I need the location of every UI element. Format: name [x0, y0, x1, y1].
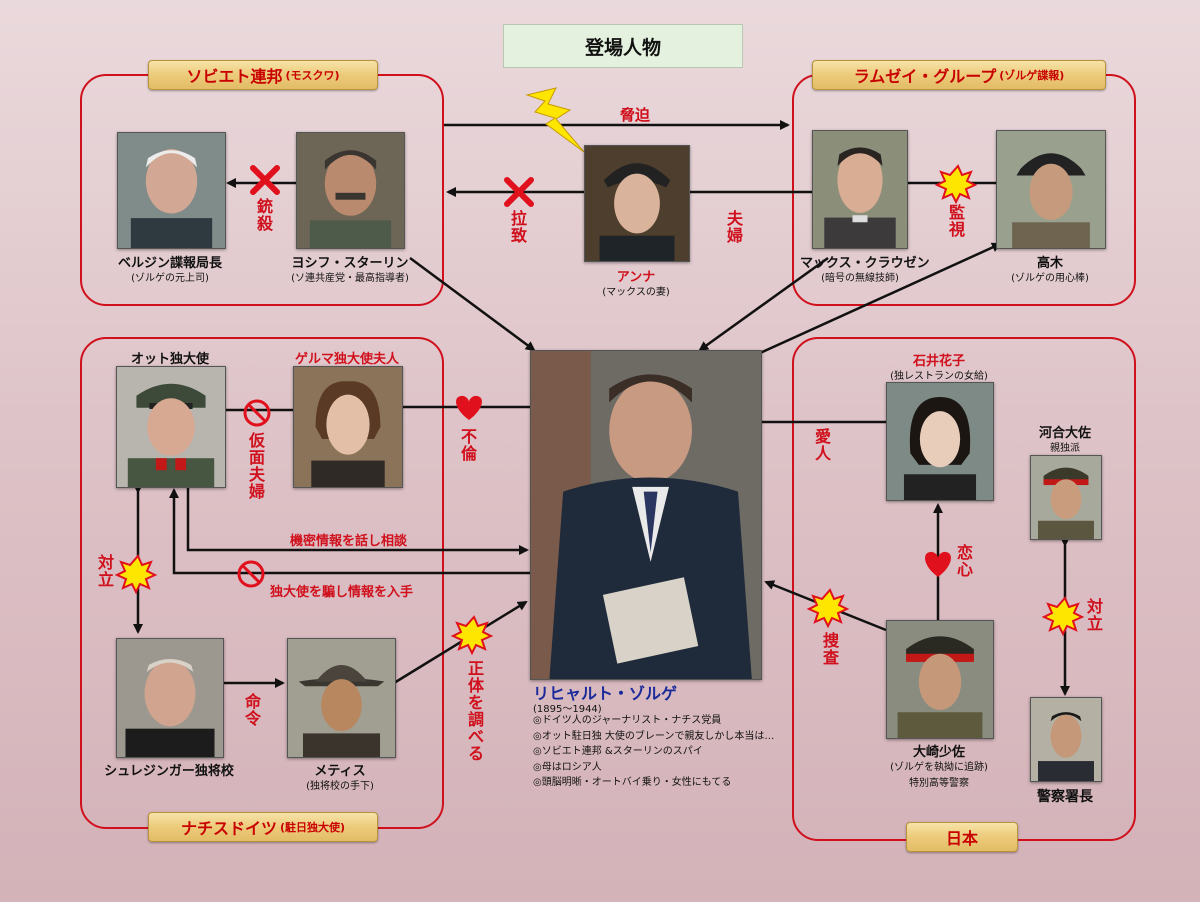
name-takagi: 高木	[1036, 256, 1063, 271]
desc-ishii: (独レストランの女給)	[890, 371, 988, 382]
name-gerda: ゲルマ独大使夫人	[294, 352, 399, 367]
desc-metis: (独将校の手下)	[306, 781, 374, 792]
label-conflict-left: 対立	[97, 553, 114, 589]
label-command: 命令	[244, 692, 261, 728]
name-ishii: 石井花子	[912, 354, 965, 369]
banner-ramsay-label: ラムゼイ・グループ	[853, 67, 997, 86]
photo-stalin	[296, 132, 405, 249]
sorge-bullet: ◎ドイツ人のジャーナリスト・ナチス党員	[533, 715, 722, 726]
x-mark-icon-abduction	[504, 177, 534, 207]
label-crush: 恋心	[956, 543, 973, 579]
photo-anna	[584, 145, 690, 262]
photo-max	[812, 130, 908, 249]
label-surveillance: 監視	[948, 203, 965, 239]
photo-takagi	[996, 130, 1106, 249]
burst-icon-identity	[450, 615, 494, 656]
line-deceive	[169, 488, 530, 575]
heart-icon-crush	[925, 551, 951, 577]
label-lover: 愛人	[814, 427, 831, 463]
label-conflict-right: 対立	[1086, 597, 1103, 633]
desc-osaki: (ゾルゲを執拗に追跡)	[890, 762, 988, 773]
label-couple: 夫婦	[726, 209, 743, 245]
banner-japan: 日本	[906, 822, 1018, 852]
label-secret-talk: 機密情報を話し相談	[290, 534, 408, 549]
photo-sorge	[530, 350, 762, 680]
desc-anna: (マックスの妻)	[602, 287, 670, 298]
heart-icon-affair	[456, 395, 482, 420]
sorge-bullet: ◎オット駐日独 大使のブレーンで親友しかし本当は…	[533, 730, 775, 742]
line-metis-sorge	[393, 600, 528, 685]
label-identity: 正体を調べる	[467, 659, 484, 763]
photo-metis	[287, 638, 396, 758]
label-shooting: 銃殺	[256, 197, 273, 233]
banner-japan-label: 日本	[945, 829, 978, 848]
name-berzin: ベルジン諜報局長	[117, 256, 222, 271]
sorge-bullet: ◎頭脳明晰・オートバイ乗り・女性にもてる	[533, 777, 732, 788]
line-max-sorge	[698, 256, 829, 352]
burst-icon-search	[806, 588, 850, 629]
name-anna: アンナ	[616, 270, 656, 285]
sorge-bullets: ◎ドイツ人のジャーナリスト・ナチス党員 ◎オット駐日独 大使のブレーンで親友しか…	[533, 713, 774, 791]
no-icon-mask	[243, 399, 271, 427]
photo-ishii	[886, 382, 994, 501]
name-metis: メティス	[314, 764, 366, 779]
photo-police	[1030, 697, 1102, 782]
photo-ott	[116, 366, 226, 488]
x-mark-icon-shooting	[250, 165, 280, 195]
name-osaki: 大崎少佐	[912, 745, 965, 760]
banner-ramsay: ラムゼイ・グループ(ゾルゲ諜報)	[812, 60, 1106, 90]
label-threat: 脅迫	[620, 106, 651, 124]
sorge-bullet: ◎母はロシア人	[533, 761, 602, 773]
banner-soviet-sub: (モスクワ)	[285, 69, 340, 82]
photo-gerda	[293, 366, 403, 488]
name-sorge: リヒャルト・ゾルゲ	[533, 684, 678, 703]
desc2-osaki: 特別高等警察	[909, 778, 969, 789]
banner-ramsay-sub: (ゾルゲ諜報)	[999, 69, 1065, 82]
label-abduction: 拉致	[510, 209, 527, 245]
name-ott: オット独大使	[130, 352, 209, 367]
photo-kawai	[1030, 455, 1102, 540]
desc-max: (暗号の無線技師)	[821, 273, 899, 284]
photo-schellenberg	[116, 638, 224, 758]
sorge-bullet: ◎ソビエト連邦 &スターリンのスパイ	[533, 746, 703, 757]
burst-icon-conflict-left	[114, 554, 158, 595]
label-mask-couple: 仮面夫婦	[248, 431, 265, 501]
burst-icon-conflict-right	[1041, 596, 1085, 637]
lightning-icon	[525, 87, 585, 153]
label-affair: 不倫	[460, 427, 477, 463]
line-stalin-sorge	[409, 256, 536, 352]
burst-icon-surveillance	[934, 164, 978, 205]
line-secret-talk	[186, 486, 529, 555]
years-sorge: (1895〜1944)	[533, 704, 602, 715]
label-deceive: 独大使を騙し情報を入手	[270, 585, 414, 600]
banner-nazi-label: ナチスドイツ	[180, 819, 277, 838]
name-police: 警察署長	[1037, 789, 1093, 805]
desc-berzin: (ゾルゲの元上司)	[131, 273, 209, 284]
desc-stalin: (ソ連共産党・最高指導者)	[291, 273, 409, 284]
name-schellenberg: シュレジンガー独将校	[104, 764, 234, 779]
name-max: マックス・クラウゼン	[800, 256, 930, 271]
no-icon-deceive	[237, 560, 265, 588]
banner-soviet: ソビエト連邦(モスクワ)	[148, 60, 378, 90]
photo-berzin	[117, 132, 226, 249]
desc-kawai: 親独派	[1050, 443, 1080, 454]
line-sorge-takagi	[757, 242, 1002, 356]
desc-takagi: (ゾルゲの用心棒)	[1011, 273, 1089, 284]
banner-soviet-label: ソビエト連邦	[186, 67, 283, 86]
name-stalin: ヨシフ・スターリン	[291, 256, 409, 271]
banner-nazi-sub: (駐日独大使)	[279, 821, 346, 834]
photo-osaki	[886, 620, 994, 739]
name-kawai: 河合大佐	[1038, 426, 1091, 441]
banner-nazi: ナチスドイツ(駐日独大使)	[148, 812, 378, 842]
page-title: 登場人物	[503, 24, 743, 68]
label-search: 捜査	[822, 631, 839, 667]
